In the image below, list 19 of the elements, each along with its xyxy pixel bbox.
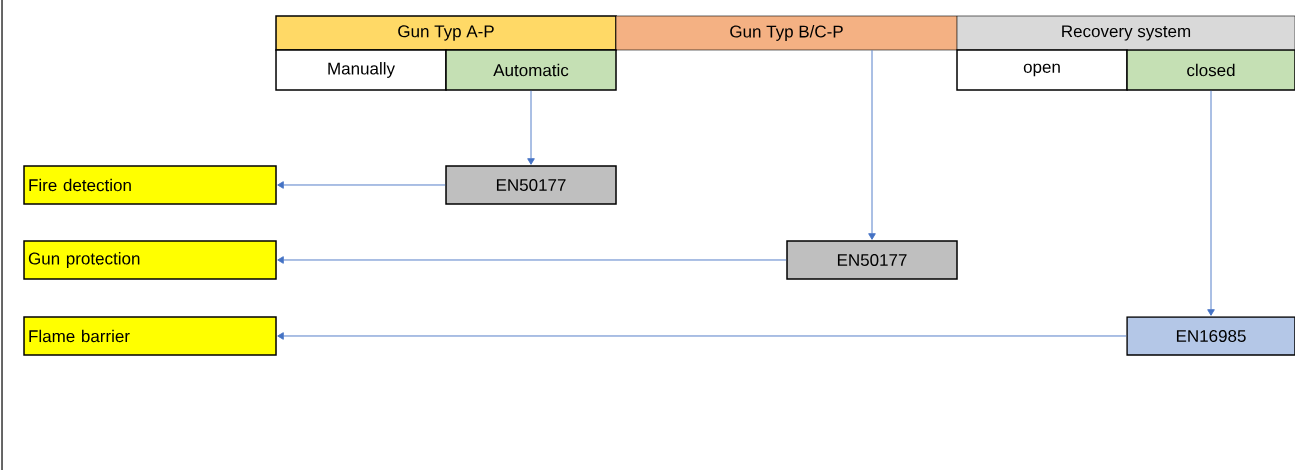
standard-box: EN50177 (786, 240, 958, 280)
option-cell: Automatic (445, 49, 617, 91)
header-cell: Gun Typ A-P (275, 15, 617, 51)
function-box: Fire detection (23, 165, 277, 205)
arrow (1207, 90, 1215, 316)
standard-box: EN16985 (1126, 316, 1295, 356)
option-cell: open (956, 49, 1128, 91)
option-cell: Manually (275, 49, 447, 91)
function-box: Gun protection (23, 240, 277, 280)
arrow (277, 181, 446, 189)
option-cell: closed (1126, 49, 1295, 91)
standard-box: EN50177 (445, 165, 617, 205)
arrow (868, 49, 876, 240)
arrow (277, 256, 787, 264)
header-cell: Gun Typ B/C-P (615, 15, 958, 51)
function-box: Flame barrier (23, 316, 277, 356)
arrow (527, 90, 535, 165)
header-cell: Recovery system (956, 15, 1295, 51)
arrow (277, 332, 1127, 340)
